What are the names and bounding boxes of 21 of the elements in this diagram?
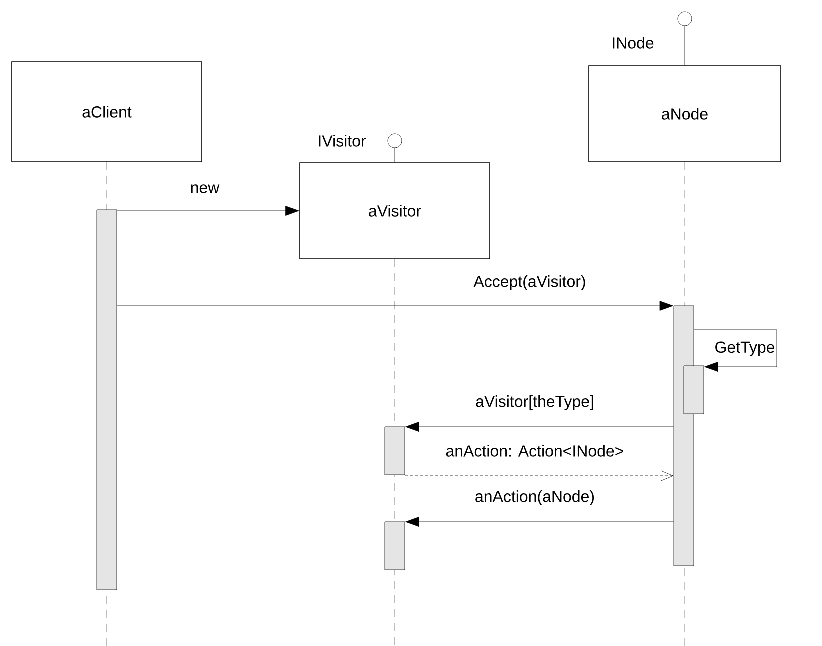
edge-label: GetType xyxy=(716,342,775,356)
message-arrow xyxy=(117,301,674,311)
edge-label: Accept(aVisitor) xyxy=(474,276,586,290)
message-arrow xyxy=(406,422,674,432)
edge-label: anAction: Action<INode> xyxy=(446,445,624,457)
activation-bar xyxy=(684,366,704,414)
interface-label: INode xyxy=(613,37,654,49)
object-box: aNode xyxy=(588,66,782,162)
edge-label: aVisitor[theType] xyxy=(476,396,594,410)
activation-bar xyxy=(384,426,406,476)
activation-bar xyxy=(384,522,406,570)
edge-label: new xyxy=(191,184,220,194)
message-arrow xyxy=(405,470,674,482)
edge-label: anAction(aNode) xyxy=(476,490,594,506)
interface-label: IVisitor xyxy=(319,135,366,147)
object-box: aVisitor xyxy=(300,162,490,260)
message-arrow xyxy=(406,517,674,527)
activation-bar xyxy=(96,210,118,590)
object-box: aClient xyxy=(12,62,202,162)
message-arrow xyxy=(117,206,300,216)
message-arrow xyxy=(694,330,778,372)
